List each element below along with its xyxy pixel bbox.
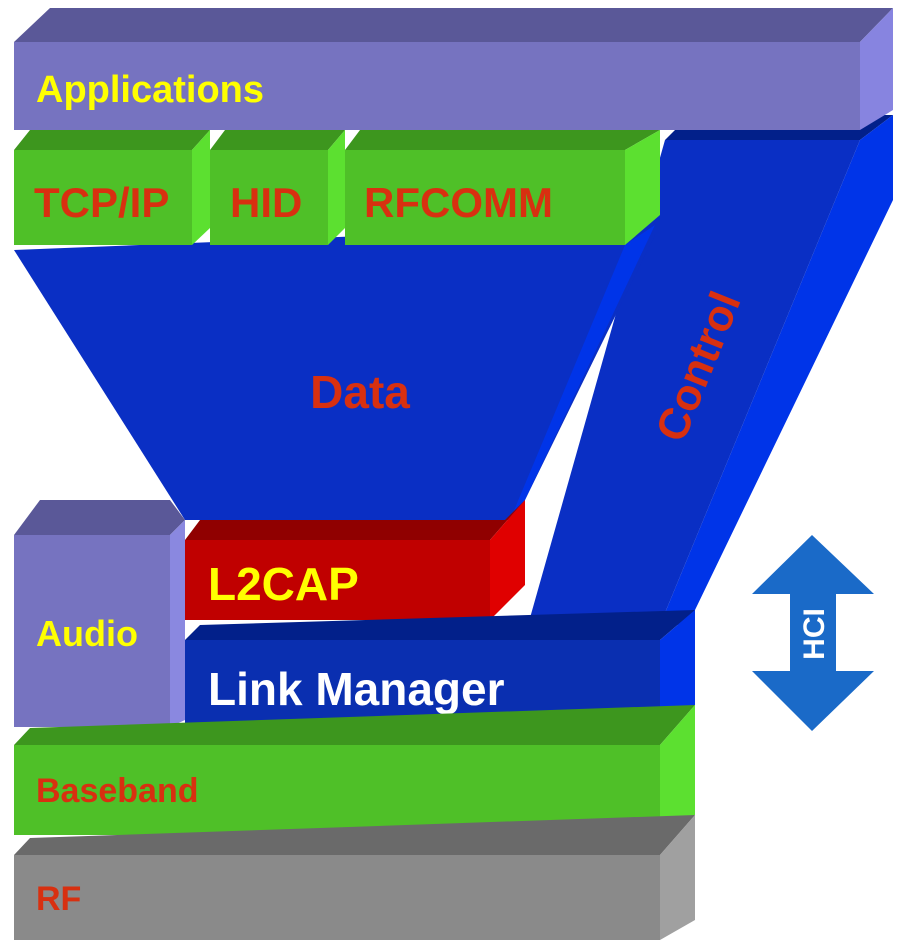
l2cap-layer: L2CAP xyxy=(185,500,525,620)
baseband-label: Baseband xyxy=(36,772,199,810)
hci-double-arrow-icon: HCI xyxy=(752,535,874,731)
link-manager-label: Link Manager xyxy=(208,663,505,715)
audio-layer: Audio xyxy=(14,500,185,727)
data-label: Data xyxy=(310,366,410,418)
tcpip-layer: TCP/IP xyxy=(14,130,210,245)
data-funnel: Data xyxy=(14,225,655,520)
rf-layer: RF xyxy=(14,815,695,940)
rfcomm-label: RFCOMM xyxy=(364,179,553,226)
rf-label: RF xyxy=(36,880,81,918)
hci-label: HCI xyxy=(798,608,831,660)
tcpip-label: TCP/IP xyxy=(34,179,169,226)
rfcomm-layer: RFCOMM xyxy=(345,130,660,245)
hid-layer: HID xyxy=(210,130,345,245)
applications-layer: Applications xyxy=(14,8,893,130)
applications-label: Applications xyxy=(36,69,264,111)
hid-label: HID xyxy=(230,179,302,226)
l2cap-label: L2CAP xyxy=(208,558,359,610)
audio-label: Audio xyxy=(36,613,138,654)
control-block: Control xyxy=(528,115,893,625)
